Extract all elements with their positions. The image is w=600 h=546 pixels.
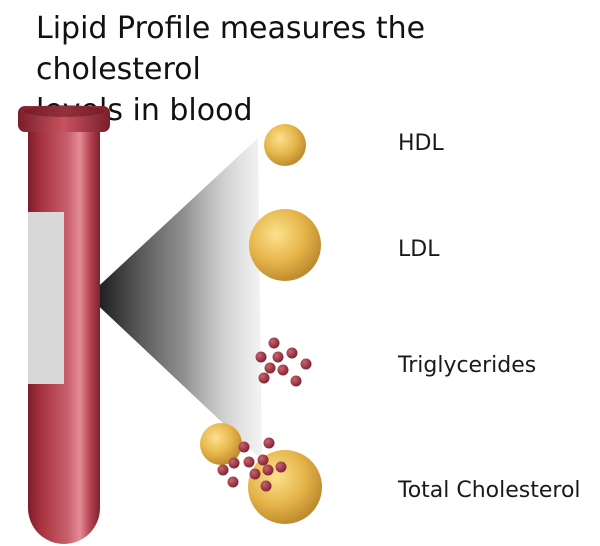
ldl-particle-icon	[249, 209, 321, 281]
page-title: Lipid Profile measures the cholesterol l…	[36, 8, 596, 131]
hdl-particle-icon	[264, 124, 306, 166]
triglyceride-droplets-icon	[255, 337, 312, 387]
label-ldl: LDL	[398, 237, 440, 262]
label-triglycerides: Triglycerides	[398, 353, 537, 378]
blood-sample-tube-icon	[18, 105, 110, 544]
title-line-1: Lipid Profile measures the cholesterol	[36, 11, 426, 87]
label-hdl: HDL	[398, 131, 444, 156]
zoom-beam	[88, 138, 262, 460]
label-total-cholesterol: Total Cholesterol	[398, 478, 581, 503]
total-cholesterol-cluster-icon	[200, 423, 322, 524]
